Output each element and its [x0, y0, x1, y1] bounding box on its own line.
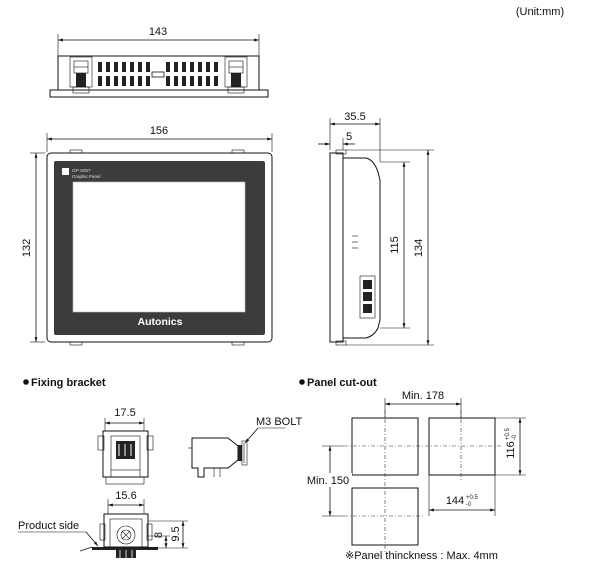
bracket-bottom-drawing	[79, 513, 158, 558]
cut-width: 144	[446, 495, 464, 507]
fixing-bracket-section: Fixing bracket 17.5	[18, 377, 303, 558]
front-view: 156 132 GP-S057 Graphic Panel Autonics	[21, 125, 273, 346]
fixing-bracket-title: Fixing bracket	[31, 377, 106, 389]
front-model-subtext: Graphic Panel	[72, 174, 101, 179]
brand-logo-icon	[62, 168, 69, 175]
side-view: 35.5 5 115 134	[318, 111, 434, 346]
side-body	[342, 157, 381, 339]
bracket-dim-9-5: 9.5	[170, 526, 182, 541]
bolt-label: M3 BOLT	[256, 416, 303, 428]
side-connector	[359, 275, 376, 319]
side-front-plate	[329, 152, 344, 343]
side-inner-height-dim: 115	[389, 236, 401, 254]
front-model-text: GP-S057	[72, 168, 91, 173]
side-front-depth-dim: 5	[346, 131, 352, 143]
cut-width-tol-minus: -0	[466, 502, 472, 508]
bracket-dim-8: 8	[153, 532, 165, 538]
bracket-bottom-width-dim: 15.6	[115, 490, 136, 502]
front-width-dim: 156	[150, 125, 168, 137]
min-v-spacing: Min. 150	[307, 475, 349, 487]
front-screen	[72, 181, 246, 313]
product-side-label: Product side	[18, 520, 79, 532]
front-brand: Autonics	[138, 316, 183, 328]
side-outer-height-dim: 134	[413, 239, 425, 257]
panel-cutout-section: Panel cut-out Min. 178 Min. 150 116 +0.5…	[299, 377, 526, 562]
top-bracket-left	[69, 56, 93, 94]
top-bracket-right	[224, 56, 248, 94]
cut-height: 116	[505, 441, 517, 459]
cut-height-tol-minus: -0	[512, 434, 518, 440]
bullet-icon	[299, 379, 305, 385]
cut-width-tol-plus: +0.5	[466, 495, 479, 501]
top-width-dim: 143	[149, 26, 167, 38]
panel-cutout-title: Panel cut-out	[307, 377, 377, 389]
top-vents	[98, 62, 218, 86]
cutout-top-right	[428, 417, 496, 476]
min-h-spacing: Min. 178	[402, 390, 444, 402]
unit-label: (Unit:mm)	[516, 6, 564, 18]
bracket-width-dim: 17.5	[114, 407, 135, 419]
top-view: 143	[49, 26, 269, 98]
thickness-note: ※Panel thinckness : Max. 4mm	[345, 550, 498, 562]
side-depth-dim: 35.5	[344, 111, 365, 123]
bullet-icon	[23, 379, 29, 385]
bracket-front-drawing	[97, 430, 154, 485]
cut-height-tol-plus: +0.5	[505, 427, 511, 440]
bracket-side-drawing	[188, 437, 248, 478]
front-height-dim: 132	[21, 239, 33, 257]
top-front-lip	[49, 89, 269, 98]
